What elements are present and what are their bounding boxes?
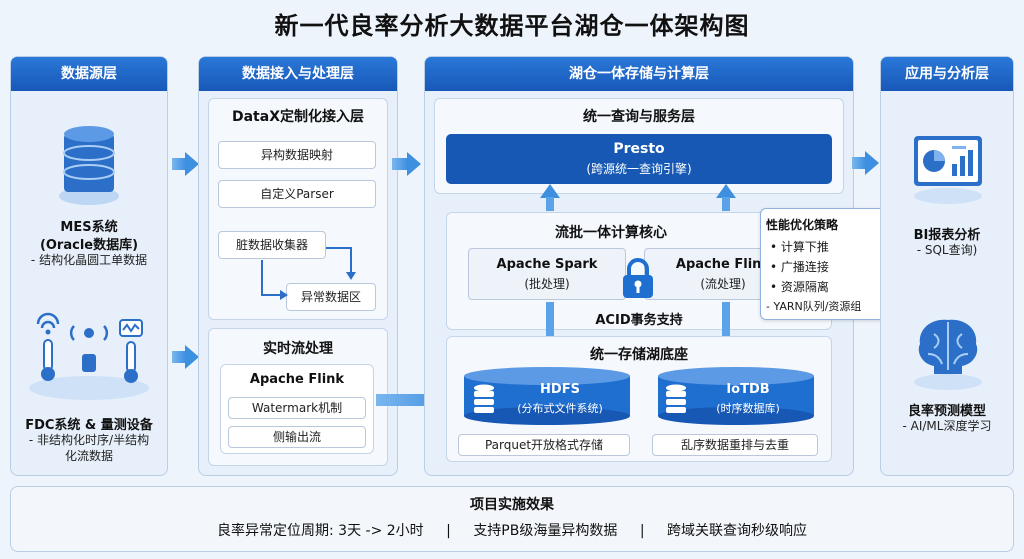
presto-box (446, 134, 832, 184)
acid-label: ACID事务支持 (595, 313, 683, 328)
bi-title: BI报表分析 (913, 228, 981, 243)
column-application: 应用与分析层 (880, 56, 1014, 476)
bi-subtitle: - SQL查询) (916, 243, 978, 257)
lock-icon (620, 256, 656, 300)
column-header-application: 应用与分析层 (881, 57, 1013, 91)
hdfs-label: HDFS (540, 382, 580, 397)
side-output-box: 侧输出流 (228, 426, 366, 448)
hdfs-cylinder (462, 366, 632, 426)
query-layer-title: 统一查询与服务层 (583, 109, 695, 125)
dirty-data-collector-box: 脏数据收集器 (218, 231, 326, 259)
perf-item: - YARN队列/资源组 (766, 300, 862, 313)
reorder-box: 乱序数据重排与去重 (652, 434, 818, 456)
ml-title: 良率预测模型 (907, 404, 986, 419)
compute-core-title: 流批一体计算核心 (555, 225, 667, 241)
presto-subtitle: (跨源统一查询引擎) (586, 162, 692, 176)
separator: | (639, 523, 645, 539)
watermark-box: Watermark机制 (228, 397, 366, 419)
datax-panel-title: DataX定制化接入层 (231, 109, 364, 125)
storage-title: 统一存储湖底座 (590, 347, 688, 363)
brain-icon (910, 312, 986, 392)
stream-panel-title: 实时流处理 (263, 341, 333, 357)
database-icon (56, 122, 122, 208)
mes-subtitle: (Oracle数据库) (39, 238, 139, 253)
ml-subtitle: - AI/ML深度学习 (902, 419, 992, 433)
sensor-devices-icon (24, 310, 154, 402)
project-results-items: 良率异常定位周期: 3天 -> 2小时 | 支持PB级海量异构数据 | 跨域关联… (10, 520, 1014, 540)
spark-box (468, 248, 626, 300)
flink-compute-subtitle: (流处理) (700, 277, 746, 291)
iotdb-label: IoTDB (726, 382, 770, 397)
result-item: 跨域关联查询秒级响应 (666, 523, 807, 539)
page-title: 新一代良率分析大数据平台湖仓一体架构图 (274, 12, 750, 40)
iotdb-cylinder (656, 366, 816, 426)
column-header-source: 数据源层 (11, 57, 167, 91)
bi-dashboard-icon (910, 132, 986, 206)
datax-parser-box: 自定义Parser (218, 180, 376, 208)
perf-item: • 广播连接 (770, 260, 829, 274)
flink-compute-label: Apache Flink (675, 257, 771, 272)
hdfs-subtitle: (分布式文件系统) (517, 402, 603, 415)
fdc-description-line1: - 非结构化时序/半结构 (28, 433, 150, 447)
spark-label: Apache Spark (496, 257, 598, 272)
iotdb-subtitle: (时序数据库) (716, 402, 780, 415)
exception-data-box: 异常数据区 (286, 283, 376, 311)
mes-title: MES系统 (60, 220, 118, 235)
parquet-box: Parquet开放格式存储 (458, 434, 630, 456)
perf-title: 性能优化策略 (766, 218, 839, 232)
result-item: 支持PB级海量异构数据 (473, 523, 618, 539)
project-results-panel (10, 486, 1014, 552)
mes-description: - 结构化晶圆工单数据 (30, 253, 148, 267)
column-header-lakehouse: 湖仓一体存储与计算层 (425, 57, 853, 91)
presto-label: Presto (613, 141, 665, 157)
flink-ingest-label: Apache Flink (249, 372, 345, 387)
fdc-title: FDC系统 & 量测设备 (25, 418, 153, 433)
spark-subtitle: (批处理) (524, 277, 570, 291)
column-header-ingest: 数据接入与处理层 (199, 57, 397, 91)
project-results-title: 项目实施效果 (470, 497, 554, 513)
perf-item: • 计算下推 (770, 240, 829, 254)
datax-map-box: 异构数据映射 (218, 141, 376, 169)
result-item: 良率异常定位周期: 3天 -> 2小时 (217, 523, 424, 539)
connector-arrows (261, 247, 356, 300)
perf-item: • 资源隔离 (770, 280, 829, 294)
fdc-description-line2: 化流数据 (64, 449, 113, 463)
separator: | (446, 523, 451, 539)
